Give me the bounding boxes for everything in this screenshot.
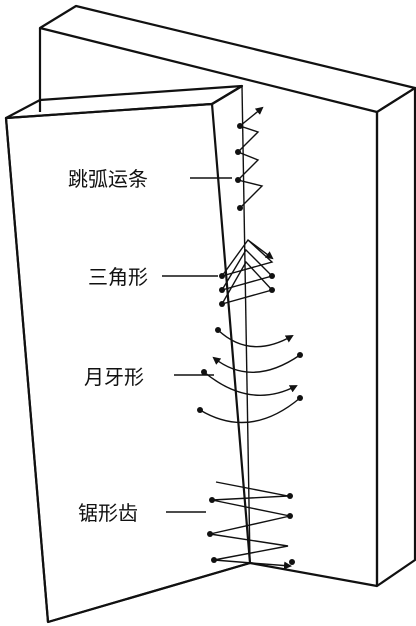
jump-arc-pattern <box>235 106 264 211</box>
crescent-pattern <box>197 327 303 424</box>
label-crescent: 月牙形 <box>84 365 144 389</box>
front-plate-top-hatch <box>4 84 244 120</box>
back-plate-right-face <box>375 86 416 588</box>
sawtooth-pattern <box>207 481 295 570</box>
label-sawtooth: 锯形齿 <box>78 501 138 525</box>
weld-root-line <box>241 85 251 564</box>
label-triangle: 三角形 <box>88 265 148 289</box>
back-plate <box>38 4 416 588</box>
label-jump-arc: 跳弧运条 <box>68 167 148 191</box>
triangle-pattern <box>219 238 275 307</box>
